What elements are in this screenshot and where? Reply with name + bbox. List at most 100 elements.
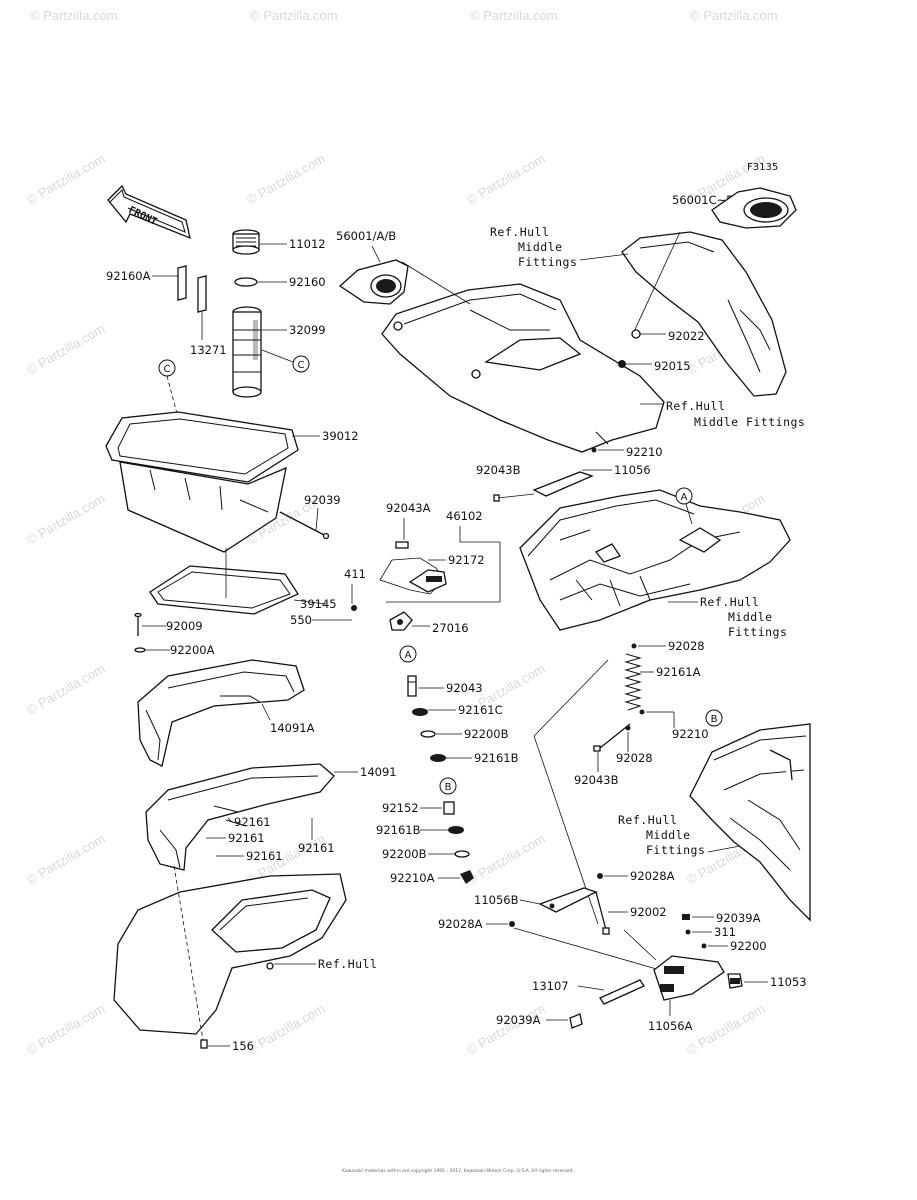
storage-bucket-39012 [105, 411, 299, 553]
latch-92172 [408, 569, 447, 593]
part-label: 92161 [234, 815, 271, 829]
hull-middle-fittings-left [381, 283, 665, 453]
watermark: © Partzilla.com [30, 8, 118, 23]
washer-92028 [631, 643, 637, 649]
bolt-92002 [595, 891, 610, 935]
part-label: 27016 [432, 621, 469, 635]
ref-circle-a [675, 487, 693, 505]
bolt-92039 [279, 511, 330, 540]
ref-circle-label: B [445, 782, 452, 793]
part-label: 92161 [298, 841, 335, 855]
watermark: © Partzilla.com [464, 1001, 547, 1058]
ref-circle-label: B [711, 714, 718, 725]
mirror-56001-left [338, 259, 409, 305]
part-label: 92161 [228, 831, 265, 845]
part-label: 11053 [770, 975, 807, 989]
watermark: © Partzilla.com [470, 8, 558, 23]
watermark: © Partzilla.com [690, 8, 778, 23]
ref-circle-b [439, 777, 457, 795]
filler-tube-32099 [232, 306, 262, 398]
part-label: 92161 [246, 849, 283, 863]
part-label: 92028 [616, 751, 653, 765]
ref-hull-label: Fittings [728, 625, 787, 639]
part-label: 92009 [166, 619, 203, 633]
part-label: 92039 [304, 493, 341, 507]
part-label: 11056A [648, 1019, 693, 1033]
spring-92161a [624, 653, 642, 711]
nut-92210a [460, 870, 474, 884]
part-label: 46102 [446, 509, 483, 523]
part-label: 92200A [170, 643, 215, 657]
ref-hull-label: Middle [646, 828, 691, 842]
part-label: 14091A [270, 721, 315, 735]
filler-cap-11012 [232, 229, 260, 255]
mirror-56001-right [711, 187, 797, 229]
ref-hull-label: Middle Fittings [694, 415, 805, 429]
part-label: 92172 [448, 553, 485, 567]
part-label: 92039A [716, 911, 761, 925]
clip-11053 [727, 973, 743, 989]
ref-hull-label: Middle [518, 240, 563, 254]
watermark: © Partzilla.com [464, 831, 547, 888]
bracket-11056 [532, 471, 594, 497]
ref-circle-label: A [681, 492, 688, 503]
watermark: © Partzilla.com [24, 321, 107, 378]
part-label: 92028 [668, 639, 705, 653]
bushing-92161c [412, 708, 428, 716]
part-label: 156 [232, 1039, 254, 1053]
strap-92160a [177, 265, 187, 301]
washer-92200 [701, 943, 707, 949]
part-label: 92043A [386, 501, 431, 515]
watermark: © Partzilla.com [24, 831, 107, 888]
bolt-92043b [593, 723, 631, 752]
cover-14091a [137, 659, 305, 767]
part-label: 14091 [360, 765, 397, 779]
ref-circle-b [705, 709, 723, 727]
hull-middle-fittings-center [519, 489, 791, 631]
part-label: 92200B [382, 847, 427, 861]
bushing-92161b-2 [448, 826, 464, 834]
pin-92043a [395, 541, 409, 549]
part-label: 39012 [322, 429, 359, 443]
part-label: 56001/A/B [336, 229, 396, 243]
front-arrow-icon: FRONT [107, 184, 191, 240]
washer-92022 [631, 329, 641, 339]
nut-92028a [597, 873, 603, 879]
part-label: 92039A [496, 1013, 541, 1027]
part-label: 92161B [376, 823, 421, 837]
part-label: 92161C [458, 703, 503, 717]
hull-middle-fittings-right [621, 231, 787, 397]
washer-92200a [134, 647, 146, 653]
part-label: 92161B [474, 751, 519, 765]
clip-411 [351, 605, 357, 611]
ref-hull-label: Ref.Hull [618, 813, 677, 827]
screw-92009 [134, 612, 142, 636]
ref-circle-c [292, 355, 310, 373]
nut-92015 [618, 360, 626, 368]
clip-27016 [389, 611, 413, 631]
pin-13107 [599, 979, 645, 1005]
bolt-92039a [682, 914, 690, 920]
watermark: © Partzilla.com [24, 491, 107, 548]
part-311 [685, 929, 691, 935]
part-label: 92160A [106, 269, 151, 283]
ref-hull-label: Middle [728, 610, 773, 624]
part-label: 92002 [630, 905, 667, 919]
bracket-11056a [653, 955, 725, 1001]
nut-92028a-2 [509, 921, 515, 927]
cover-14091 [145, 763, 335, 871]
ref-hull-label: Ref.Hull [700, 595, 759, 609]
watermark: © Partzilla.com [464, 151, 547, 208]
part-label: 92043 [446, 681, 483, 695]
part-label: 92210 [672, 727, 709, 741]
nut-92210 [591, 447, 597, 453]
part-label: 92028A [438, 917, 483, 931]
part-label: 92028A [630, 869, 675, 883]
watermark: © Partzilla.com [250, 8, 338, 23]
part-label: 411 [344, 567, 366, 581]
strap-13271 [197, 275, 207, 313]
ref-circle-a [399, 645, 417, 663]
ref-circle-label: A [405, 650, 412, 661]
copyright-notice: Kawasaki materials within are copyright … [342, 1168, 574, 1174]
